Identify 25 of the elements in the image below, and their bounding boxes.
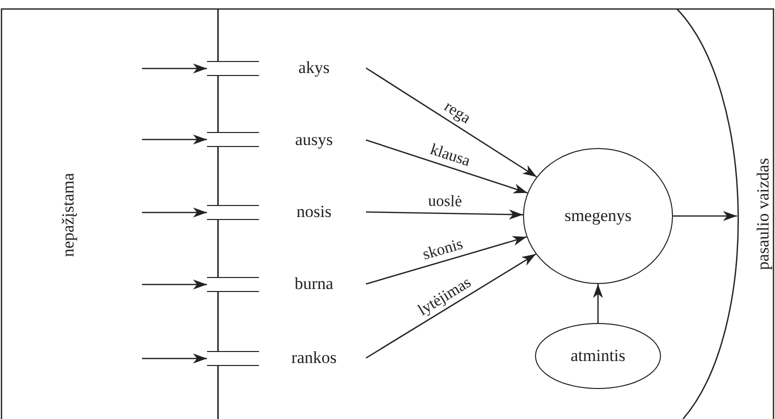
sense-label: ausys	[262, 127, 366, 153]
arrow	[366, 67, 537, 178]
arrow	[593, 284, 603, 323]
edge-label: rega	[441, 99, 474, 128]
arrow	[142, 280, 207, 290]
sense-label: nosis	[262, 199, 366, 225]
arrow	[366, 236, 527, 285]
sense-label: rankos	[262, 345, 366, 371]
sense-label: burna	[262, 271, 366, 297]
node-label: smegenys	[564, 206, 632, 226]
edge-label: klausa	[428, 142, 472, 170]
edge-label: uoslė	[428, 194, 462, 211]
arrow	[366, 254, 536, 359]
arrow	[673, 211, 737, 221]
node-label: atmintis	[570, 346, 626, 366]
arrow	[142, 134, 207, 144]
arrow	[142, 64, 207, 74]
side-label: nepažįstama	[60, 173, 76, 257]
arrow	[142, 354, 207, 364]
arrow	[366, 139, 528, 194]
arrow	[142, 208, 207, 218]
edge-label: skonis	[421, 236, 466, 264]
sense-label: akys	[262, 55, 366, 81]
node-label: pasaulio vaizdas	[754, 158, 772, 270]
arrow	[366, 209, 524, 220]
